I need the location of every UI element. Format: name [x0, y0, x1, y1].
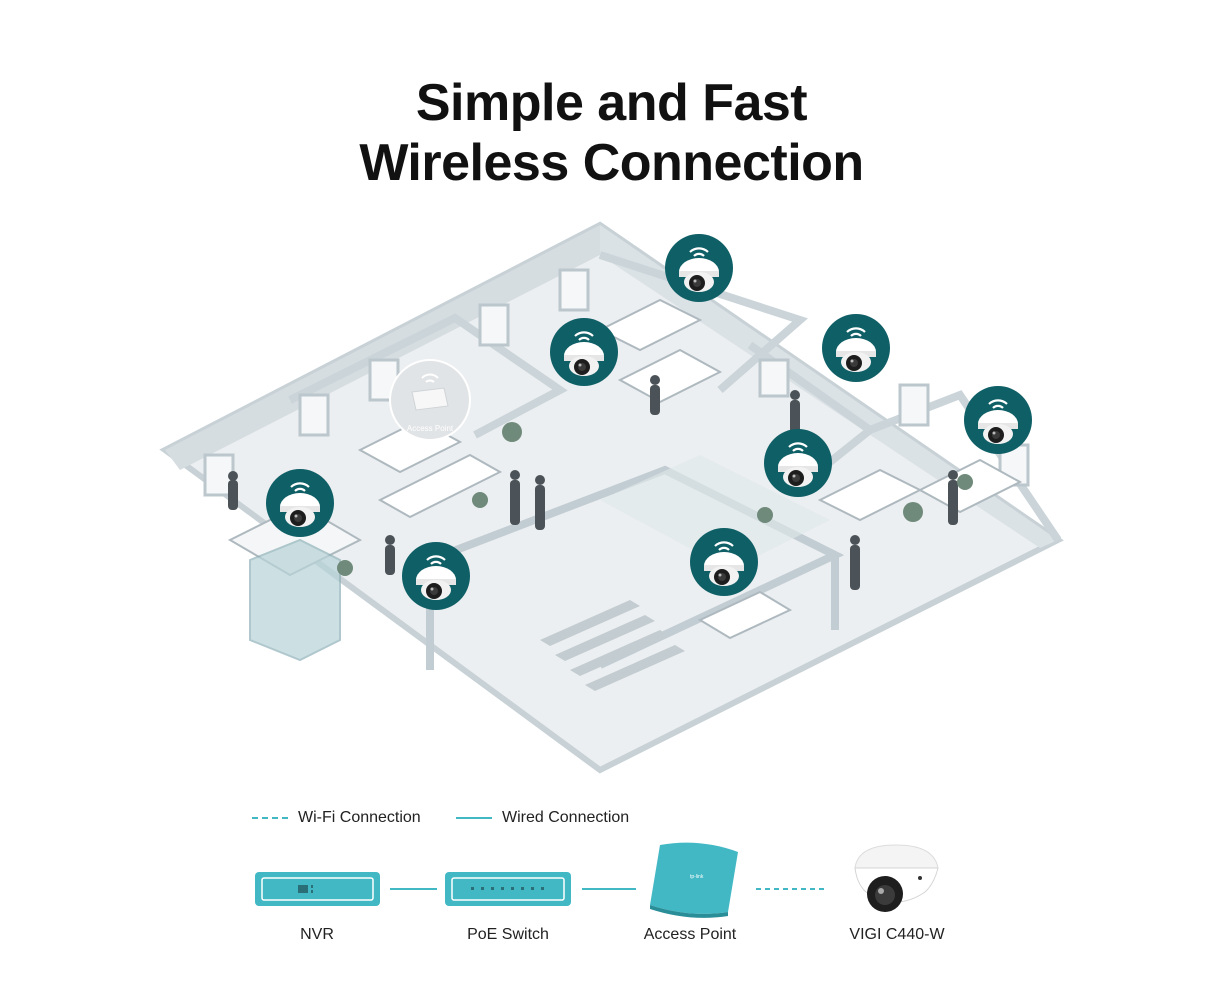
access-point-scene-label: Access Point [406, 424, 454, 433]
poe-switch-icon [445, 872, 571, 906]
back-right-wall [600, 225, 1058, 548]
plants [337, 422, 973, 576]
camera-badge-icon [820, 312, 892, 384]
camera-badge-icon [962, 384, 1034, 456]
page-title-line1: Simple and Fast [415, 74, 808, 132]
camera-badge-icon [688, 526, 760, 598]
camera-badge-icon [548, 316, 620, 388]
nvr-label: NVR [300, 926, 334, 943]
poe-switch-label: PoE Switch [467, 926, 549, 943]
vigi-camera-icon [854, 844, 939, 912]
nvr-device-icon [255, 872, 380, 906]
legend-wired-label: Wired Connection [502, 809, 630, 826]
camera-badge-icon [663, 232, 735, 304]
camera-badge-icon [762, 427, 834, 499]
access-point-badge [389, 359, 471, 441]
solid-line-icon [456, 817, 492, 819]
camera-badge-icon [264, 467, 336, 539]
camera-badge-icon [400, 540, 472, 612]
conference-seating [540, 600, 685, 691]
page-title-line2: Wireless Connection [359, 134, 864, 192]
elevator-shaft [249, 538, 341, 662]
svg-text:tp-link: tp-link [690, 874, 704, 880]
legend-wired: Wired Connection [456, 806, 629, 830]
access-point-label: Access Point [643, 926, 737, 943]
legend-wifi: Wi-Fi Connection [252, 806, 421, 830]
dashed-line-icon [252, 817, 288, 819]
desks [357, 298, 1023, 640]
back-left-wall [165, 225, 600, 470]
glass-partition [600, 455, 830, 570]
camera-label: VIGI C440-W [849, 926, 945, 943]
windows [203, 268, 1030, 497]
access-point-device-icon: tp-link [650, 842, 738, 918]
legend-wifi-label: Wi-Fi Connection [298, 809, 421, 826]
